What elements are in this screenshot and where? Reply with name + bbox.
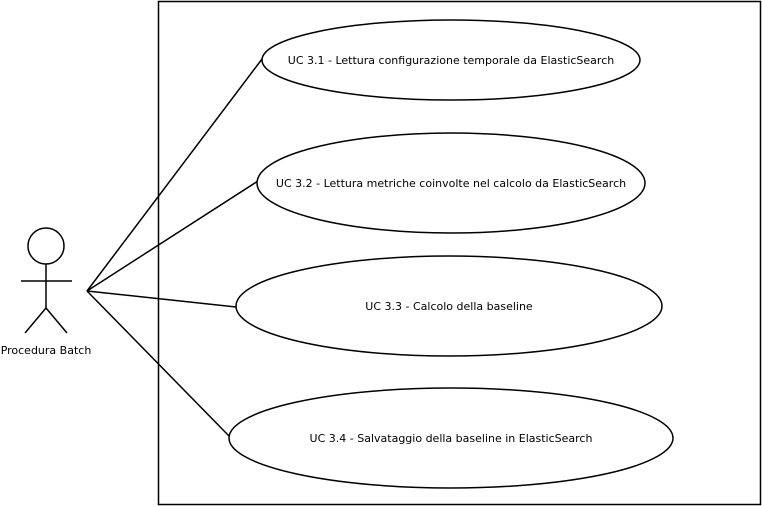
use-case-3-3: UC 3.3 - Calcolo della baseline bbox=[235, 255, 663, 357]
use-case-label: UC 3.4 - Salvataggio della baseline in E… bbox=[310, 432, 593, 445]
use-case-3-2: UC 3.2 - Lettura metriche coinvolte nel … bbox=[256, 132, 646, 234]
association-uc-3-4 bbox=[86, 290, 231, 438]
use-case-label: UC 3.1 - Lettura configurazione temporal… bbox=[288, 54, 614, 67]
actor-head bbox=[27, 227, 65, 265]
association-uc-3-2 bbox=[86, 180, 259, 292]
use-case-label: UC 3.3 - Calcolo della baseline bbox=[365, 300, 533, 313]
use-case-3-1: UC 3.1 - Lettura configurazione temporal… bbox=[261, 19, 641, 101]
use-case-label: UC 3.2 - Lettura metriche coinvolte nel … bbox=[276, 177, 626, 190]
association-uc-3-3 bbox=[86, 290, 237, 308]
use-case-ellipse bbox=[256, 132, 646, 234]
use-case-ellipse bbox=[228, 387, 674, 489]
use-case-ellipse bbox=[261, 19, 641, 101]
use-case-ellipse bbox=[235, 255, 663, 357]
actor-label: Procedura Batch bbox=[1, 344, 92, 357]
actor-left-leg bbox=[24, 307, 47, 334]
actor-right-leg bbox=[45, 307, 68, 334]
actor-stick-figure bbox=[21, 227, 72, 334]
use-case-3-4: UC 3.4 - Salvataggio della baseline in E… bbox=[228, 387, 674, 489]
association-uc-3-1 bbox=[86, 58, 263, 292]
